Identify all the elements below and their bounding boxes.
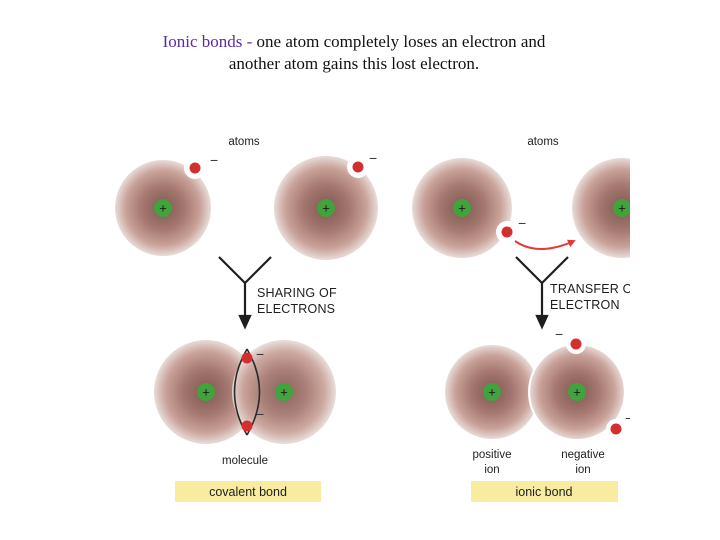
electron-minus: − bbox=[555, 326, 563, 342]
nucleus-icon bbox=[453, 199, 471, 217]
negative-ion-label-line1: negative bbox=[561, 449, 604, 461]
molecule-label: molecule bbox=[222, 455, 268, 467]
covalent-bond-bar bbox=[175, 481, 321, 502]
merge-arrow-icon bbox=[515, 256, 569, 330]
electron-icon bbox=[241, 420, 253, 432]
electron-minus: − bbox=[369, 150, 377, 166]
covalent-atoms-label: atoms bbox=[228, 136, 260, 148]
negative-ion-label-line2: ion bbox=[575, 464, 590, 476]
ionic-bond-label: ionic bond bbox=[516, 485, 573, 499]
caption-dash: - bbox=[242, 32, 257, 51]
nucleus-icon bbox=[275, 383, 293, 401]
ionic-bond-bar bbox=[471, 481, 618, 502]
ionic-ions: + + − − bbox=[445, 326, 630, 441]
electron-icon bbox=[610, 423, 622, 435]
ionic-panel: atoms + − + − TRANSFER OF ELECTR bbox=[412, 136, 630, 502]
ionic-atoms-label: atoms bbox=[527, 136, 559, 148]
caption-text: one atom completely loses an electron an… bbox=[228, 32, 546, 73]
positive-ion-label-line2: ion bbox=[484, 464, 499, 476]
nucleus-plus: + bbox=[618, 201, 626, 216]
electron-icon bbox=[570, 338, 582, 350]
covalent-bond-label: covalent bond bbox=[209, 485, 287, 499]
nucleus-plus: + bbox=[573, 385, 581, 400]
transfer-arrow-icon bbox=[514, 239, 576, 250]
electron-icon bbox=[352, 161, 364, 173]
bonding-diagram: atoms + − + − SHARING OF ELECTRONS bbox=[115, 136, 630, 502]
electron-icon bbox=[501, 226, 513, 238]
electron-minus: − bbox=[625, 410, 630, 426]
nucleus-plus: + bbox=[159, 201, 167, 216]
electron-icon bbox=[241, 352, 253, 364]
ionic-process-line1: TRANSFER OF bbox=[550, 282, 630, 296]
electron-minus: − bbox=[256, 346, 264, 362]
nucleus-icon bbox=[317, 199, 335, 217]
nucleus-icon bbox=[483, 383, 501, 401]
positive-ion-label-line1: positive bbox=[473, 449, 512, 461]
covalent-atom-left: + − bbox=[115, 152, 218, 256]
ionic-process-line2: ELECTRON bbox=[550, 298, 620, 312]
caption-term: Ionic bonds bbox=[162, 32, 243, 51]
caption: Ionic bonds - one atom completely loses … bbox=[150, 31, 558, 75]
atom-acceptor bbox=[572, 158, 630, 258]
ionic-atom-acceptor: + − bbox=[572, 158, 630, 258]
covalent-process-line2: ELECTRONS bbox=[257, 302, 335, 316]
electron-minus: − bbox=[256, 406, 264, 422]
nucleus-plus: + bbox=[488, 385, 496, 400]
covalent-molecule: + + − − bbox=[154, 340, 336, 444]
nucleus-plus: + bbox=[202, 385, 210, 400]
nucleus-icon bbox=[568, 383, 586, 401]
merge-arrow-icon bbox=[218, 256, 272, 330]
nucleus-icon bbox=[613, 199, 630, 217]
nucleus-plus: + bbox=[322, 201, 330, 216]
ionic-atom-donor: + − bbox=[412, 158, 526, 258]
covalent-process-line1: SHARING OF bbox=[257, 286, 337, 300]
nucleus-icon bbox=[197, 383, 215, 401]
nucleus-icon bbox=[154, 199, 172, 217]
nucleus-plus: + bbox=[280, 385, 288, 400]
electron-icon bbox=[189, 162, 201, 174]
nucleus-plus: + bbox=[458, 201, 466, 216]
electron-minus: − bbox=[210, 152, 218, 168]
covalent-panel: atoms + − + − SHARING OF ELECTRONS bbox=[115, 136, 378, 502]
covalent-atom-right: + − bbox=[274, 150, 378, 260]
electron-minus: − bbox=[518, 215, 526, 231]
